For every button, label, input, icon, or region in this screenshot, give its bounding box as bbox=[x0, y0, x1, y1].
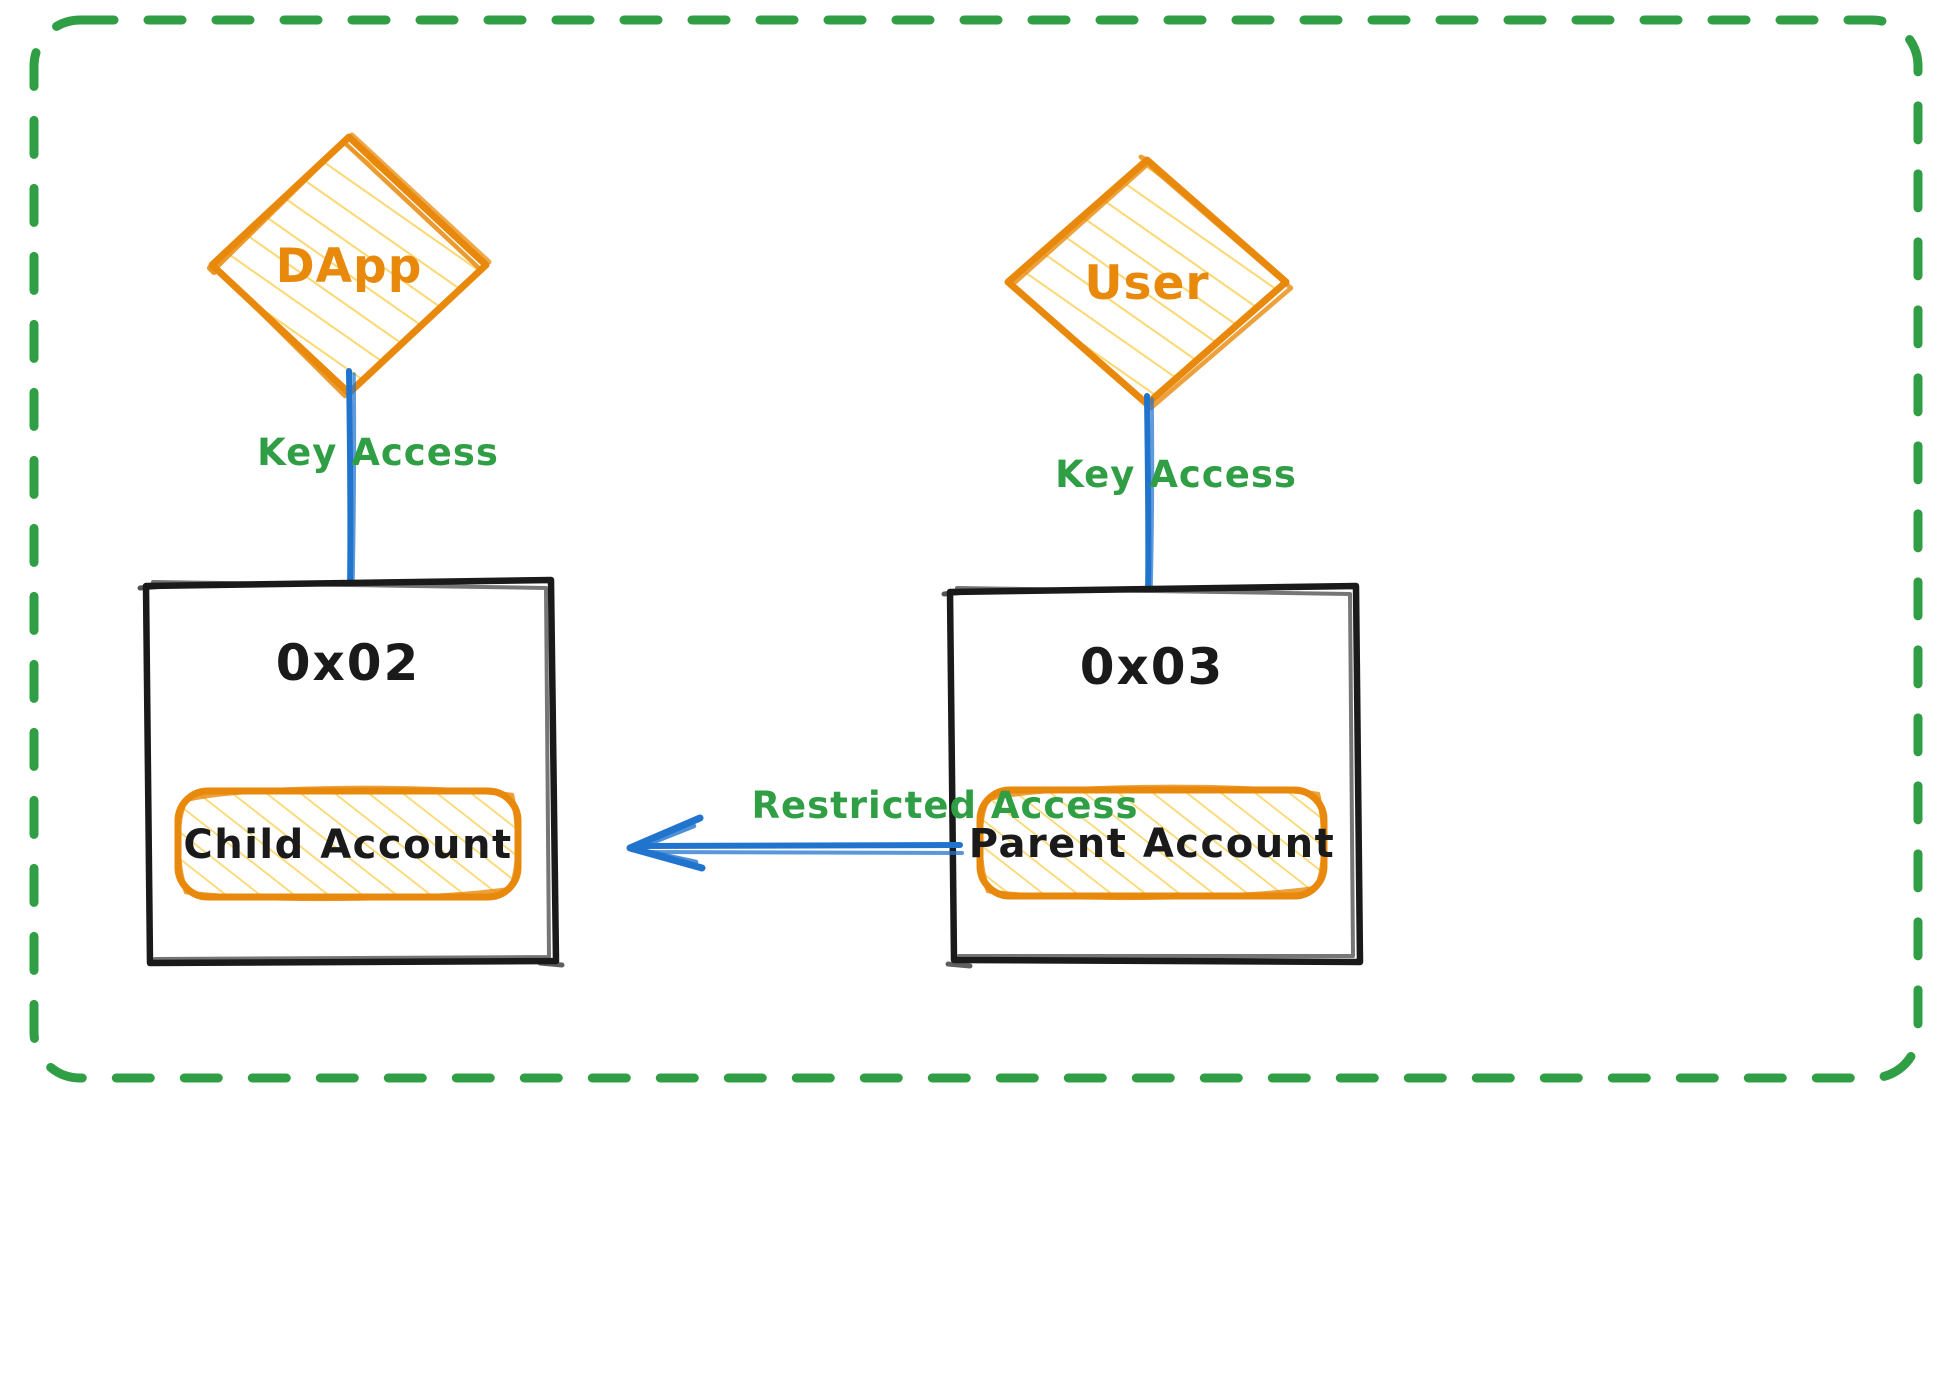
dapp-label: DApp bbox=[276, 239, 423, 294]
parent-account-pill[interactable]: Parent Account bbox=[969, 784, 1336, 901]
child-account-pill-label: Child Account bbox=[183, 822, 512, 868]
child-account-box[interactable]: 0x02 Child Account bbox=[137, 576, 565, 968]
restricted-access-label: Restricted Access bbox=[752, 784, 1139, 827]
user-key-access-label: Key Access bbox=[1055, 453, 1297, 496]
parent-account-pill-label: Parent Account bbox=[969, 821, 1336, 867]
parent-box-title: 0x03 bbox=[1080, 638, 1225, 696]
parent-account-box[interactable]: 0x03 Parent Account bbox=[941, 582, 1364, 969]
user-label: User bbox=[1084, 256, 1209, 311]
child-account-pill[interactable]: Child Account bbox=[174, 785, 522, 902]
user-key-access-edge[interactable] bbox=[1144, 393, 1155, 597]
restricted-access-edge[interactable] bbox=[626, 814, 964, 872]
dapp-key-access-label: Key Access bbox=[257, 431, 499, 474]
dapp-key-access-edge[interactable] bbox=[346, 368, 357, 591]
dapp-diamond[interactable]: DApp bbox=[207, 132, 492, 399]
user-diamond[interactable]: User bbox=[1004, 154, 1294, 411]
dashed-boundary bbox=[29, 15, 1923, 1083]
child-box-title: 0x02 bbox=[276, 634, 421, 692]
